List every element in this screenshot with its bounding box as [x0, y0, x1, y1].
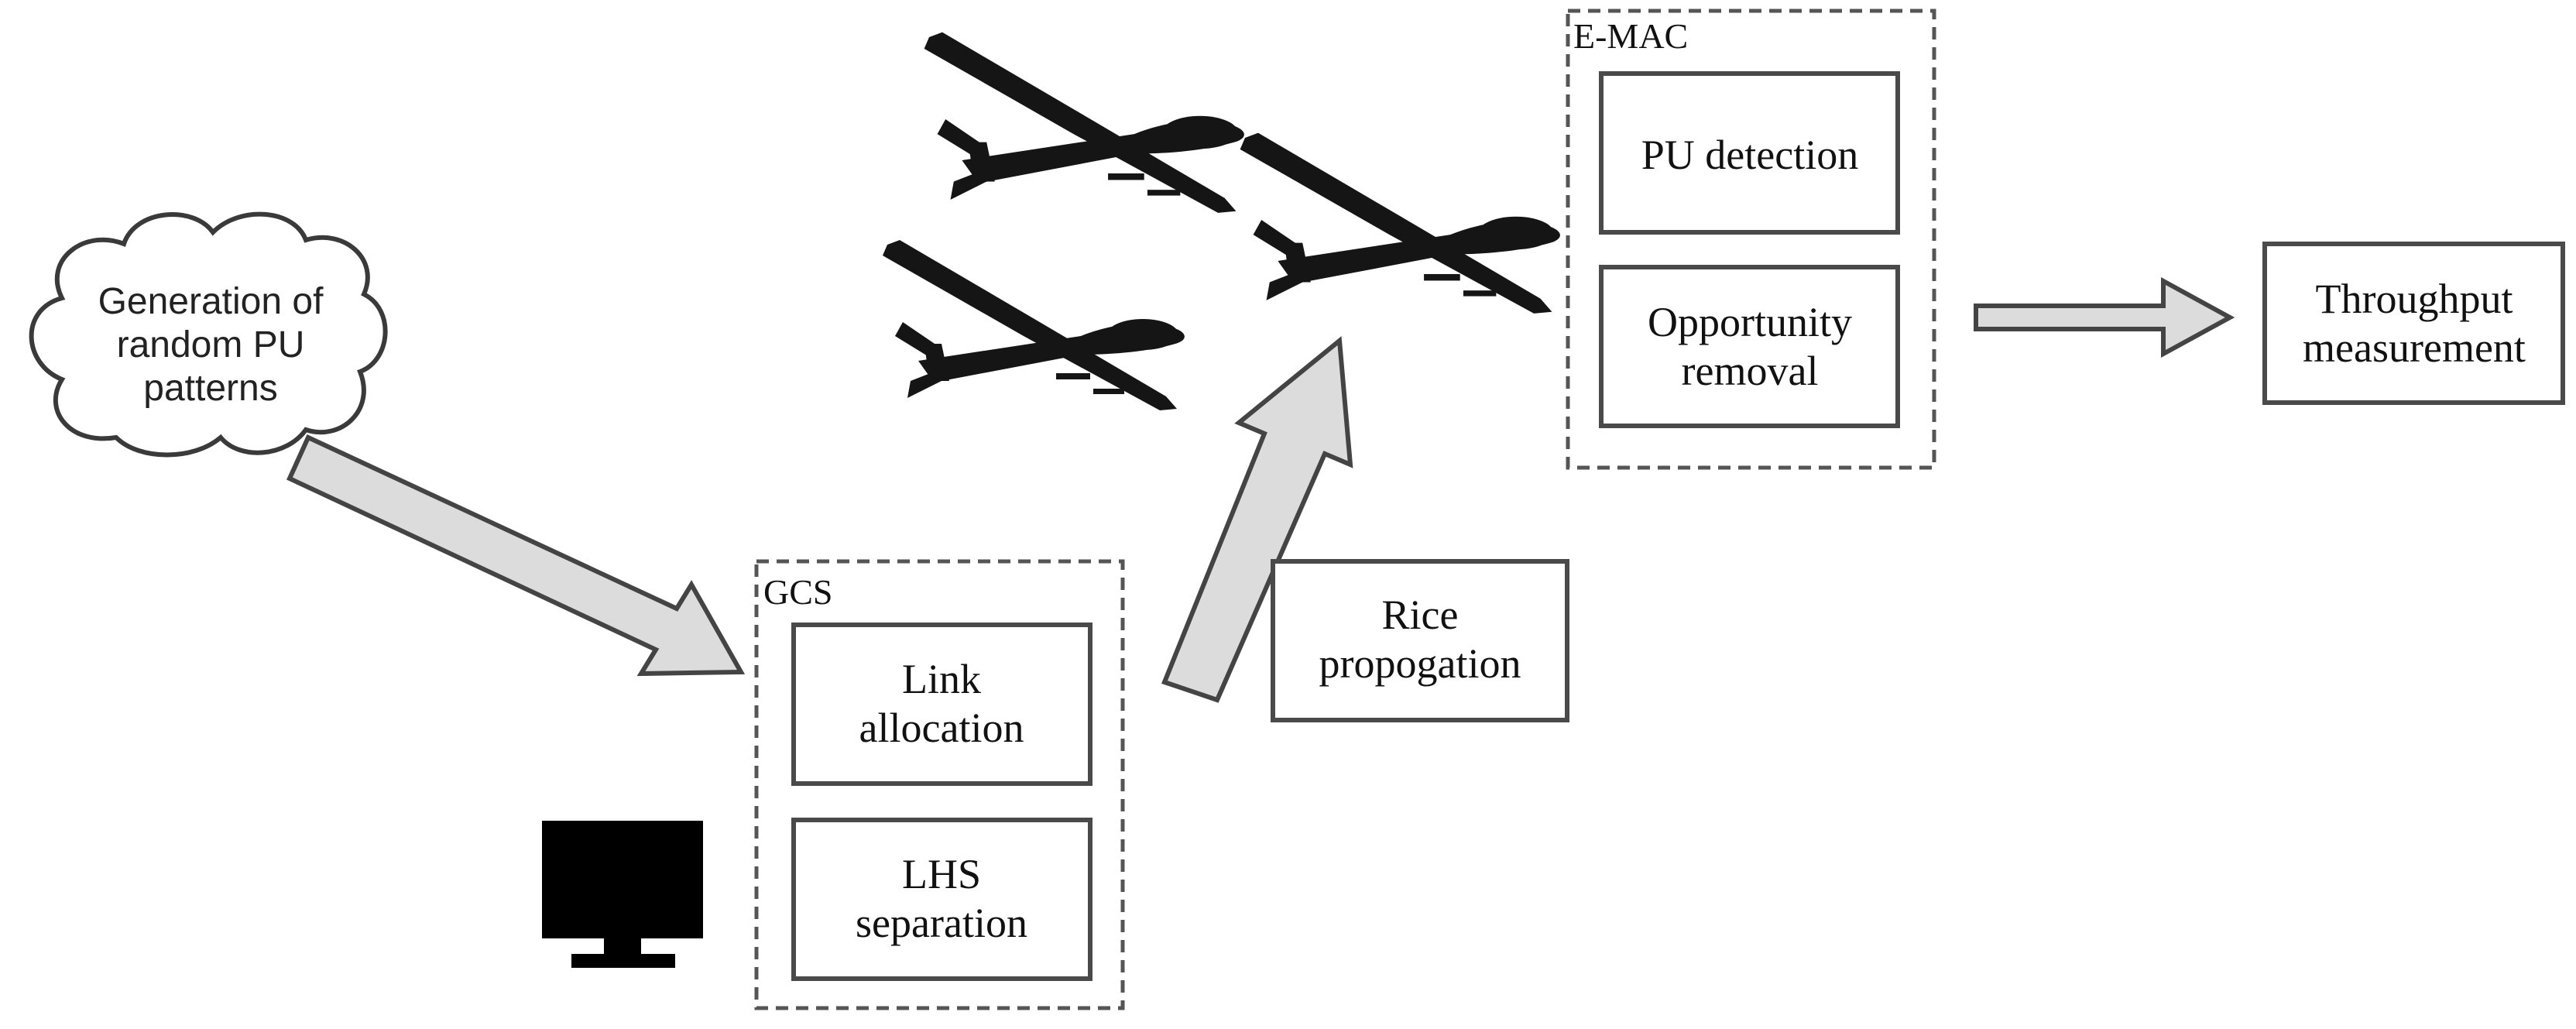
drone-icon	[924, 32, 1244, 213]
rice-propogation-line-2: propogation	[1319, 640, 1521, 687]
pu-detection-box	[1599, 71, 1900, 235]
opportunity-removal-box	[1599, 265, 1900, 428]
gcs-container	[754, 559, 1125, 1010]
throughput-box-group: Throughput measurement	[2262, 242, 2565, 405]
opportunity-removal-line-2: removal	[1682, 348, 1819, 394]
cloud-text-line-2: random PU	[117, 324, 305, 365]
throughput-measurement-box	[2262, 242, 2565, 405]
opportunity-removal-line-1: Opportunity	[1648, 299, 1852, 345]
emac-title: E-MAC	[1573, 16, 1688, 56]
link-allocation-line-1: Link	[902, 656, 981, 702]
arrow-icon	[1974, 276, 2235, 358]
lhs-separation-box	[791, 818, 1092, 981]
arrow-icon	[286, 434, 746, 677]
rice-propogation-box-group: Rice propogation	[1271, 559, 1569, 722]
gcs-group: GCS Link allocation LHS separation	[754, 559, 1125, 1010]
throughput-line-2: measurement	[2303, 324, 2526, 371]
cloud-text-line-1: Generation of	[98, 281, 324, 322]
throughput-line-1: Throughput	[2316, 276, 2513, 322]
link-allocation-line-2: allocation	[859, 705, 1024, 751]
emac-group: E-MAC PU detection Opportunity removal	[1566, 9, 1936, 470]
gcs-title: GCS	[763, 572, 832, 612]
link-allocation-box	[791, 623, 1092, 786]
cloud-icon: Generation of random PU patterns	[29, 211, 388, 458]
emac-container	[1566, 9, 1936, 470]
drone-icon	[883, 240, 1185, 410]
pu-detection-line-1: PU detection	[1641, 132, 1858, 178]
cloud-text-line-3: patterns	[143, 368, 277, 409]
lhs-separation-line-2: separation	[856, 900, 1027, 946]
rice-propogation-line-1: Rice	[1382, 592, 1459, 638]
arrow-icon	[1161, 336, 1353, 703]
rice-propogation-box	[1271, 559, 1569, 722]
lhs-separation-line-1: LHS	[902, 851, 981, 897]
drone-icon	[1240, 132, 1560, 314]
monitor-icon	[542, 821, 703, 968]
